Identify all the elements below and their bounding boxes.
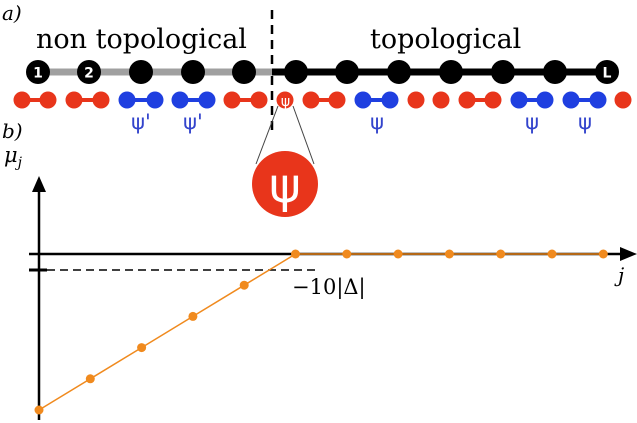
- majorana-mode: [458, 91, 476, 109]
- y-axis-arrow: [32, 176, 46, 192]
- chain-site: [129, 60, 153, 84]
- majorana-mode: [146, 91, 164, 109]
- psi-label: ψ: [525, 110, 539, 134]
- edge-psi-glyph: ψ: [281, 94, 290, 110]
- site-label-1: 1: [33, 66, 43, 82]
- y-axis-label: μj: [4, 143, 23, 171]
- mu-data-point: [342, 249, 352, 259]
- majorana-mode: [171, 91, 189, 109]
- zoom-connector-right: [292, 105, 315, 165]
- mu-data-point: [547, 249, 557, 259]
- mu-profile-line: [38, 253, 604, 411]
- zoomed-edge-mode: [252, 151, 318, 217]
- mu-data-point: [291, 249, 300, 259]
- site-label-2: 2: [84, 66, 94, 82]
- majorana-mode: [92, 91, 110, 109]
- chain-sites: [26, 60, 619, 84]
- majorana-mode: [118, 91, 136, 109]
- mu-data-point: [444, 249, 454, 259]
- majorana-mode: [13, 91, 31, 109]
- chain-site: [26, 60, 50, 84]
- majorana-mode: [510, 91, 528, 109]
- psi-label: ψ': [183, 110, 203, 134]
- psi-label: ψ: [578, 110, 592, 134]
- chain-site: [232, 60, 256, 84]
- zoomed-psi-symbol: ψ: [269, 158, 301, 214]
- mu-data-point: [496, 249, 506, 259]
- majorana-mode: [65, 91, 83, 109]
- majorana-mode: [589, 91, 607, 109]
- majorana-mode: [223, 91, 241, 109]
- chain-site: [439, 60, 463, 84]
- majorana-mode: [354, 91, 372, 109]
- majorana-mode: [198, 91, 216, 109]
- mu-data-point: [393, 249, 403, 259]
- zoom-connector-left: [255, 105, 279, 165]
- chain-site: [491, 60, 515, 84]
- x-axis-label: j: [614, 263, 624, 287]
- unpaired-majorana-left: [276, 91, 294, 109]
- chain-site: [543, 60, 567, 84]
- majorana-mode: [562, 91, 580, 109]
- panel-b-label: b): [2, 119, 23, 143]
- psi-label: ψ: [370, 110, 384, 134]
- psi-labels: ψ' ψ' ψ ψ ψ: [131, 110, 592, 134]
- majorana-mode: [484, 91, 502, 109]
- site-label-L: L: [603, 66, 612, 82]
- chain-site: [77, 60, 101, 84]
- mu-data-point: [239, 280, 249, 290]
- majorana-mode: [381, 91, 399, 109]
- chain-site: [387, 60, 411, 84]
- majorana-row: [13, 91, 632, 109]
- region-label-non-topological: non topological: [36, 24, 247, 55]
- majorana-mode: [39, 91, 57, 109]
- chain-site: [595, 60, 619, 84]
- majorana-mode: [328, 91, 346, 109]
- unpaired-majorana-right: [614, 91, 632, 109]
- chain-site: [335, 60, 359, 84]
- chain-site: [181, 60, 205, 84]
- threshold-label: −10|Δ|: [292, 275, 366, 300]
- majorana-mode: [407, 91, 425, 109]
- majorana-mode: [432, 91, 450, 109]
- x-axis-arrow: [620, 247, 637, 261]
- mu-data-point: [137, 343, 147, 353]
- mu-data-point: [85, 374, 95, 384]
- panel-a-label: a): [2, 1, 22, 25]
- majorana-mode: [250, 91, 268, 109]
- majorana-mode: [302, 91, 320, 109]
- chain-site: [284, 60, 308, 84]
- majorana-mode: [536, 91, 554, 109]
- psi-label: ψ': [131, 110, 151, 134]
- mu-data-point: [598, 249, 608, 259]
- mu-data-point: [34, 405, 44, 415]
- region-label-topological: topological: [370, 24, 521, 55]
- mu-data-point: [188, 311, 198, 321]
- mu-profile-plot: [34, 249, 608, 415]
